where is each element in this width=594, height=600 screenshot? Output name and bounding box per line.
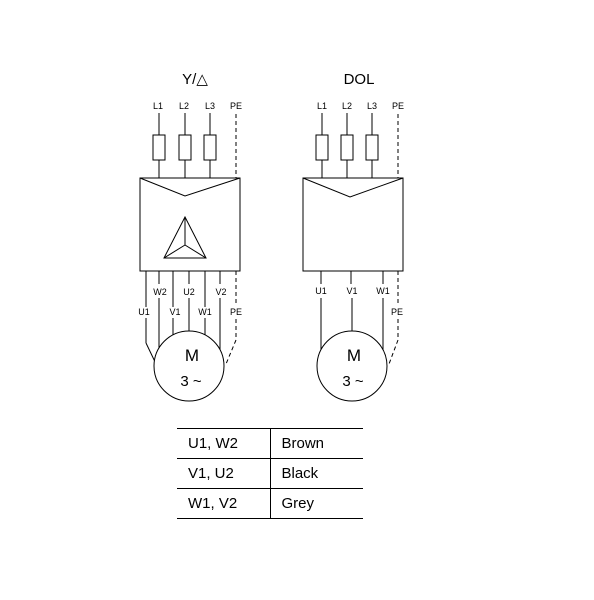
sd-fuse-l1 — [152, 134, 166, 161]
sd-label-l3: L3 — [205, 101, 215, 111]
dol-fuse-l1 — [315, 134, 329, 161]
star-delta-diagram: Y/△ L1 L2 L3 PE W2 U2 V2 — [138, 71, 242, 402]
sd-label-w2: W2 — [153, 287, 167, 297]
wire-colour-legend: U1, W2 Brown V1, U2 Black W1, V2 Grey — [177, 428, 363, 519]
dol-starter-box — [302, 177, 404, 272]
dol-label-pe-bottom: PE — [391, 307, 403, 317]
sd-label-pe: PE — [230, 101, 242, 111]
dol-label-l1: L1 — [317, 101, 327, 111]
legend-row: W1, V2 Grey — [177, 488, 363, 519]
dol-starter-chevron — [302, 177, 404, 198]
sd-label-l1: L1 — [153, 101, 163, 111]
sd-fuse-l2 — [178, 134, 192, 161]
sd-label-l2: L2 — [179, 101, 189, 111]
sd-starter-box — [139, 177, 241, 272]
dol-fuse-l3 — [365, 134, 379, 161]
sd-label-pe-bottom: PE — [230, 307, 242, 317]
dol-motor-label: M — [347, 346, 361, 365]
sd-label-w1: W1 — [198, 307, 212, 317]
legend-row: V1, U2 Black — [177, 458, 363, 489]
dol-pe-line-lower — [388, 319, 399, 365]
dol-label-pe: PE — [392, 101, 404, 111]
sd-motor-phase: 3 ~ — [180, 373, 202, 390]
sd-label-v2: V2 — [215, 287, 226, 297]
sd-starter-chevron — [139, 177, 241, 197]
legend-terminals: V1, U2 — [177, 458, 271, 489]
sd-fuse-l3 — [203, 134, 217, 161]
dol-title: DOL — [344, 71, 375, 88]
dol-label-w1: W1 — [376, 286, 390, 296]
sd-motor-label: M — [185, 346, 199, 365]
legend-colour: Grey — [270, 488, 363, 519]
sd-pe-line-lower — [225, 319, 237, 365]
dol-fuse-l2 — [340, 134, 354, 161]
star-delta-symbol-icon — [163, 215, 207, 259]
legend-row: U1, W2 Brown — [177, 428, 363, 459]
dol-label-l3: L3 — [367, 101, 377, 111]
legend-colour: Black — [270, 458, 363, 489]
dol-diagram: DOL L1 L2 L3 PE U1 V1 W1 PE M 3 ~ — [302, 71, 404, 402]
sd-motor — [153, 330, 225, 402]
dol-label-l2: L2 — [342, 101, 352, 111]
dol-motor-phase: 3 ~ — [342, 373, 364, 390]
sd-label-u2: U2 — [183, 287, 195, 297]
dol-label-u1: U1 — [315, 286, 327, 296]
legend-terminals: U1, W2 — [177, 428, 271, 459]
dol-motor — [316, 330, 388, 402]
star-delta-title: Y/△ — [182, 71, 208, 88]
legend-terminals: W1, V2 — [177, 488, 271, 519]
dol-label-v1: V1 — [346, 286, 357, 296]
sd-label-u1: U1 — [138, 307, 150, 317]
sd-label-v1: V1 — [169, 307, 180, 317]
legend-colour: Brown — [270, 428, 363, 459]
